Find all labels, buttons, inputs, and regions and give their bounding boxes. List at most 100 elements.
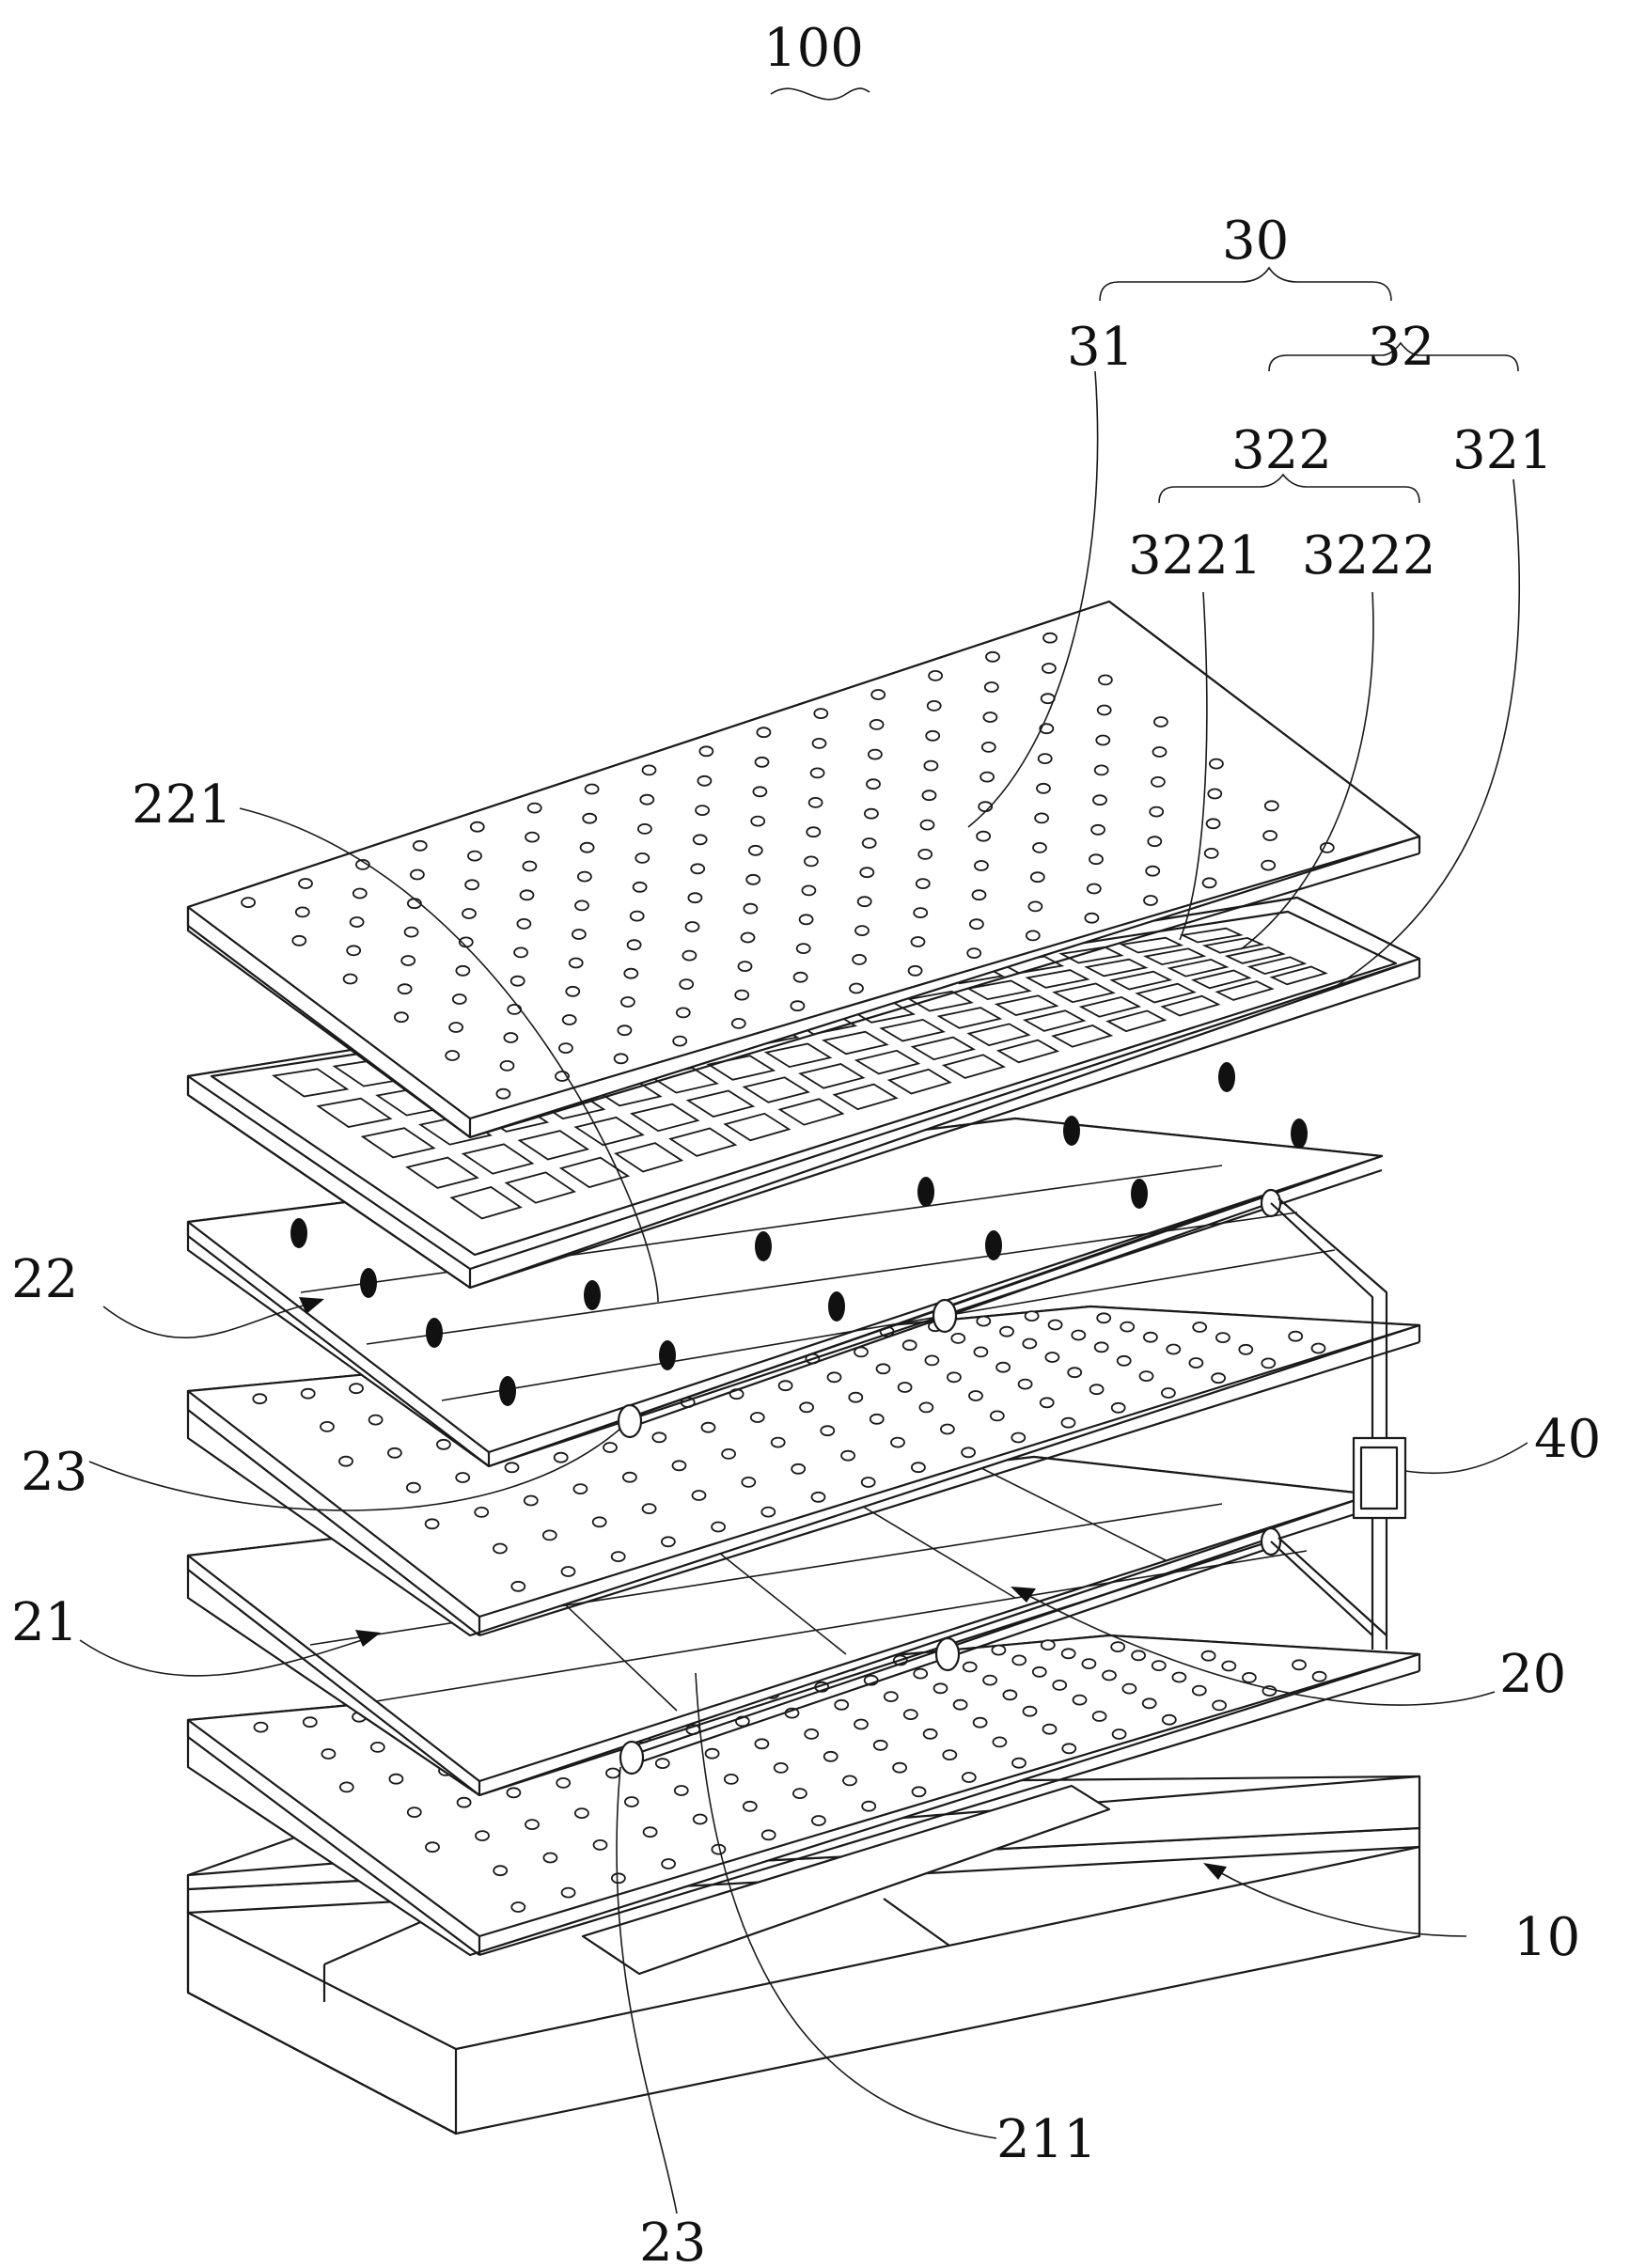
key-cap — [1179, 927, 1244, 944]
plate-hole — [1261, 1357, 1277, 1369]
plate-hole — [1110, 1641, 1126, 1652]
plate-hole — [1211, 1372, 1226, 1384]
plate-hole — [1036, 782, 1051, 794]
plate-hole — [1238, 1343, 1254, 1355]
plate-hole — [991, 1644, 1007, 1656]
plate-hole — [691, 1490, 707, 1501]
conductive-dot — [360, 1268, 377, 1298]
plate-hole — [1086, 883, 1102, 895]
key-cap — [854, 1049, 921, 1075]
plate-hole — [911, 1462, 926, 1474]
plate-hole — [572, 929, 587, 940]
plate-hole — [923, 759, 939, 772]
plate-hole — [467, 850, 482, 862]
plate-hole — [503, 1032, 519, 1043]
plate-hole — [869, 719, 885, 730]
plate-hole — [968, 1390, 983, 1401]
plate-hole — [856, 896, 872, 908]
plate-hole — [842, 1775, 857, 1787]
key-cap — [965, 979, 1032, 1001]
plate-hole — [456, 1796, 472, 1808]
plate-hole — [1209, 758, 1224, 770]
plate-hole — [302, 1716, 318, 1728]
plate-hole — [1131, 1650, 1146, 1662]
plate-hole — [320, 1421, 335, 1432]
plate-hole — [740, 931, 756, 944]
label-10: 10 — [1513, 1907, 1580, 1968]
plate-hole — [848, 1391, 864, 1403]
plate-hole — [1161, 1387, 1176, 1399]
plate-hole — [1042, 632, 1058, 644]
plate-hole — [300, 1387, 316, 1400]
plate-hole — [493, 1865, 509, 1877]
plate-hole — [820, 1425, 836, 1437]
plate-hole — [940, 1423, 955, 1435]
plate-hole — [568, 957, 584, 969]
plate-hole — [1022, 1705, 1038, 1717]
plate-hole — [525, 831, 540, 843]
key-cap — [879, 1018, 947, 1042]
plate-hole — [1242, 1672, 1257, 1683]
plate-hole — [661, 1536, 676, 1548]
plate-hole — [495, 1087, 511, 1100]
plate-hole — [1147, 836, 1163, 848]
plate-hole — [1096, 1312, 1112, 1324]
plate-hole — [635, 852, 650, 864]
plate-hole — [1191, 1684, 1207, 1697]
plate-hole — [1011, 1757, 1027, 1769]
conductive-dot — [659, 1340, 676, 1370]
plate-hole — [671, 1460, 687, 1472]
key-cap — [613, 1142, 684, 1173]
plate-hole — [752, 786, 768, 798]
plate-hole — [972, 1716, 988, 1728]
plate-hole — [620, 996, 635, 1008]
key-cap — [906, 990, 974, 1012]
plate-hole — [868, 748, 883, 760]
plate-hole — [1089, 853, 1104, 866]
plate-hole — [342, 973, 358, 985]
plate-hole — [513, 946, 528, 959]
plate-hole — [499, 1060, 515, 1071]
plate-hole — [1042, 663, 1057, 674]
plate-hole — [565, 985, 581, 997]
plate-hole — [754, 1738, 770, 1750]
plate-hole — [1171, 1671, 1187, 1683]
plate-hole — [1120, 1321, 1136, 1333]
wire-node — [934, 1636, 961, 1672]
plate-hole — [1310, 1342, 1326, 1354]
plate-hole — [1090, 823, 1105, 836]
plate-hole — [823, 1750, 839, 1762]
label-22: 22 — [11, 1249, 78, 1310]
plate-hole — [911, 1786, 927, 1798]
plate-hole — [462, 908, 477, 919]
key-cap — [573, 1116, 645, 1147]
plate-hole — [854, 1718, 869, 1730]
plate-hole — [792, 971, 808, 983]
plate-hole — [925, 729, 941, 742]
key-cap — [316, 1097, 393, 1128]
plate-hole — [999, 1325, 1014, 1337]
plate-hole — [1071, 1329, 1087, 1341]
plate-hole — [737, 961, 753, 972]
plate-hole — [1072, 1694, 1088, 1706]
plate-hole — [1022, 1337, 1038, 1350]
plate-hole — [872, 1739, 888, 1751]
plate-hole — [795, 943, 811, 954]
plate-hole — [933, 1682, 948, 1695]
plate-hole — [747, 844, 763, 856]
key-cap — [886, 1068, 952, 1095]
plate-hole — [1292, 1659, 1307, 1671]
plate-hole — [1262, 830, 1277, 841]
plate-hole — [1031, 1666, 1047, 1678]
key-cap — [449, 1186, 523, 1220]
plate-hole — [807, 797, 823, 808]
plate-hole — [409, 868, 425, 881]
plate-hole — [989, 1410, 1005, 1422]
plate-hole — [560, 1566, 576, 1577]
plate-hole — [516, 918, 532, 930]
wire-node — [619, 1740, 645, 1775]
plate-hole — [756, 727, 772, 739]
key-cap — [936, 1007, 1003, 1029]
plate-hole — [448, 1022, 464, 1033]
conductive-dot — [917, 1177, 934, 1207]
